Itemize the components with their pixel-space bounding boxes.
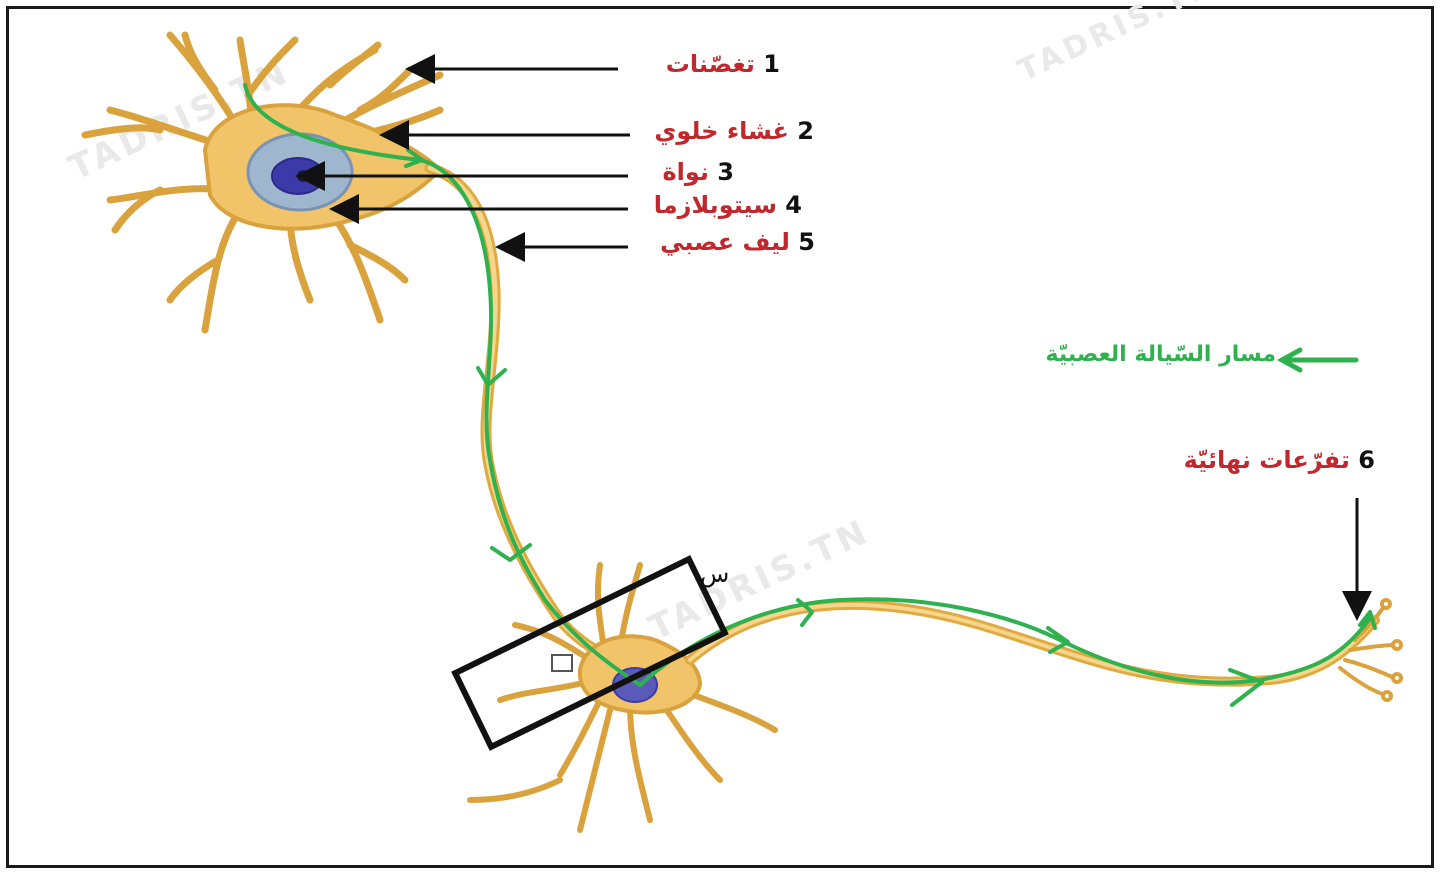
legend: مسار السّيالة العصبيّة [1000, 342, 1360, 374]
label-text: غشاء خلوي [654, 117, 789, 145]
label-dendrites: 1 تغصّنات [640, 50, 780, 78]
upper-neuron [85, 35, 640, 668]
label-number: 6 [1358, 446, 1375, 474]
label-nucleus: 3 نواة [644, 158, 734, 186]
axon [430, 168, 640, 668]
label-axon-terminals: 6 تفرّعات نهائيّة [1160, 446, 1375, 474]
label-text: تفرّعات نهائيّة [1184, 446, 1350, 474]
label-axon: 5 ليف عصبي [640, 228, 815, 256]
label-text: تغصّنات [666, 50, 755, 78]
label-number: 3 [717, 158, 734, 186]
legend-text: مسار السّيالة العصبيّة [1046, 342, 1276, 367]
small-marker [552, 655, 572, 671]
label-number: 4 [785, 191, 802, 219]
label-number: 2 [797, 117, 814, 145]
label-text: نواة [662, 158, 708, 186]
label-number: 5 [798, 228, 815, 256]
box-label: س [700, 560, 729, 588]
label-number: 1 [763, 50, 780, 78]
label-text: ليف عصبي [660, 228, 790, 256]
label-cytoplasm: 4 سيتوبلازما [632, 191, 802, 219]
label-text: سيتوبلازما [654, 191, 777, 219]
label-cell-membrane: 2 غشاء خلوي [634, 117, 814, 145]
